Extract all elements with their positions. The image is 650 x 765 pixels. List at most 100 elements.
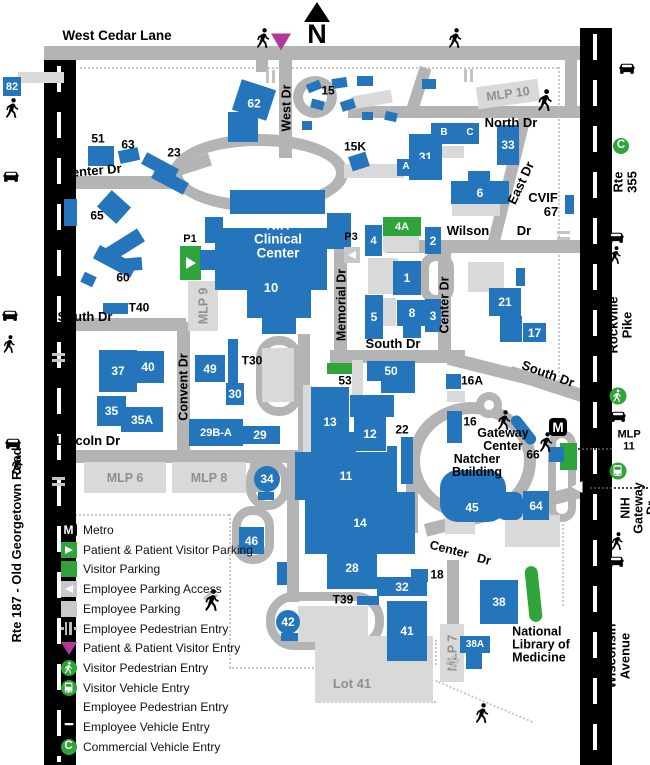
- legend-label: Employee Pedestrian Entry: [83, 700, 229, 715]
- dotted-connector: [578, 448, 612, 450]
- legend-label: Metro: [83, 523, 114, 537]
- legend-icon-wrap: [60, 679, 77, 696]
- pedestrian-wrap: [449, 28, 463, 48]
- building-46: 46: [239, 527, 264, 554]
- compass-arrow-icon: [304, 2, 330, 22]
- building-1: 1: [393, 261, 421, 295]
- building: [565, 195, 574, 214]
- building: [350, 395, 394, 417]
- pedestrian-wrap: [498, 410, 512, 430]
- map-label: Lincoln Dr: [55, 433, 121, 449]
- pedestrian-icon: [205, 589, 221, 611]
- map-label: West Dr: [279, 84, 294, 132]
- map-label: Dr: [516, 223, 532, 239]
- employee-parking-access-wrap: [344, 247, 360, 263]
- building-6: 6: [451, 181, 509, 204]
- vehicle-wrap: [2, 171, 20, 184]
- campus-boundary-dotted: [80, 67, 558, 69]
- white-arrow-left-wrap: [571, 481, 583, 493]
- map-label: South Dr: [57, 309, 113, 325]
- building: [516, 268, 525, 286]
- map-label: C: [466, 126, 474, 138]
- parking-mlp-7: MLP 7: [440, 624, 464, 682]
- patient-parking-icon: [60, 541, 77, 558]
- pedestrian-icon: [6, 98, 20, 118]
- pedestrian-wrap: [609, 246, 622, 264]
- metro-icon: M: [549, 418, 567, 436]
- campus-boundary-dotted: [316, 701, 436, 703]
- map-label: Lot 41: [332, 676, 372, 692]
- pedestrian-icon: [609, 246, 622, 264]
- building: [500, 316, 522, 342]
- road: [447, 560, 459, 628]
- pedestrian-icon: [449, 28, 463, 48]
- legend-item: Visitor Parking: [60, 560, 160, 578]
- map-label: 15: [321, 83, 335, 98]
- building-29: 29: [240, 426, 280, 444]
- parking-label: MLP 10: [485, 84, 531, 104]
- parking-label: MLP 9: [196, 287, 210, 325]
- road: [44, 450, 306, 463]
- pedestrian-wrap: [476, 703, 490, 723]
- building-28: 28: [327, 547, 377, 589]
- building-30: 30: [226, 383, 244, 405]
- pedestrian-icon: [476, 703, 490, 723]
- building: [411, 569, 428, 582]
- pedestrian-icon: [540, 432, 554, 452]
- building-82: 82: [3, 77, 21, 96]
- pedestrian-wrap: [6, 98, 20, 118]
- building: [228, 339, 238, 383]
- pedestrian-icon: [11, 455, 24, 473]
- building: [549, 447, 564, 462]
- pedestrian-wrap: [205, 589, 221, 611]
- building: [357, 596, 379, 605]
- map-label: 63: [121, 137, 135, 152]
- pedestrian-wrap: [11, 455, 24, 473]
- legend-icon-wrap: [60, 581, 77, 598]
- building: [401, 437, 413, 484]
- legend-label: Employee Pedestrian Entry: [83, 621, 229, 636]
- visitor-vehicle-entry-icon: [609, 462, 627, 480]
- building-14: 14: [305, 492, 415, 554]
- legend-icon-wrap: [60, 699, 77, 716]
- employee-pedestrian-entry-mark: [556, 228, 570, 242]
- legend-icon-wrap: [60, 620, 77, 637]
- commercial-vehicle-entry-icon: C: [60, 738, 77, 755]
- pedestrian-wrap: [3, 335, 16, 353]
- legend-item: Employee Parking Access: [60, 580, 222, 598]
- employee-pedestrian-entry-mark: [263, 70, 277, 84]
- pedestrian-icon: [538, 89, 554, 111]
- employee-parking-icon: [60, 600, 77, 617]
- building-49: 49: [195, 355, 225, 382]
- map-label: 16A: [460, 373, 484, 388]
- pedestrian-wrap: [540, 432, 554, 452]
- parking-area: [303, 385, 312, 457]
- vehicle-icon: [2, 171, 20, 184]
- map-label: A: [402, 160, 410, 172]
- building-34: 34: [254, 466, 280, 492]
- building: [103, 303, 128, 314]
- building: [466, 653, 482, 669]
- building-35a: 35A: [121, 407, 163, 432]
- building-37: 37: [99, 350, 137, 392]
- building: [88, 146, 114, 166]
- vehicle-icon: [4, 438, 22, 451]
- parking-area: [447, 391, 465, 402]
- parking-mlp-10: MLP 10: [475, 78, 541, 110]
- building: [228, 112, 258, 142]
- building-12: 12: [354, 417, 386, 451]
- building: [403, 326, 421, 338]
- visitor-parking-area: [560, 443, 577, 470]
- legend-item: Employee Pedestrian Entry: [60, 698, 228, 716]
- building: [327, 213, 351, 249]
- compass-north-icon: N: [304, 2, 330, 48]
- map-label: Convent Dr: [176, 353, 191, 421]
- building: [446, 374, 461, 389]
- legend-label: Employee Parking: [83, 601, 181, 616]
- parking-area: [262, 348, 294, 402]
- campus-boundary-dotted: [562, 440, 564, 606]
- map-label: 51: [91, 131, 105, 146]
- campus-boundary-dotted: [229, 667, 317, 669]
- building-64: 64: [523, 491, 549, 520]
